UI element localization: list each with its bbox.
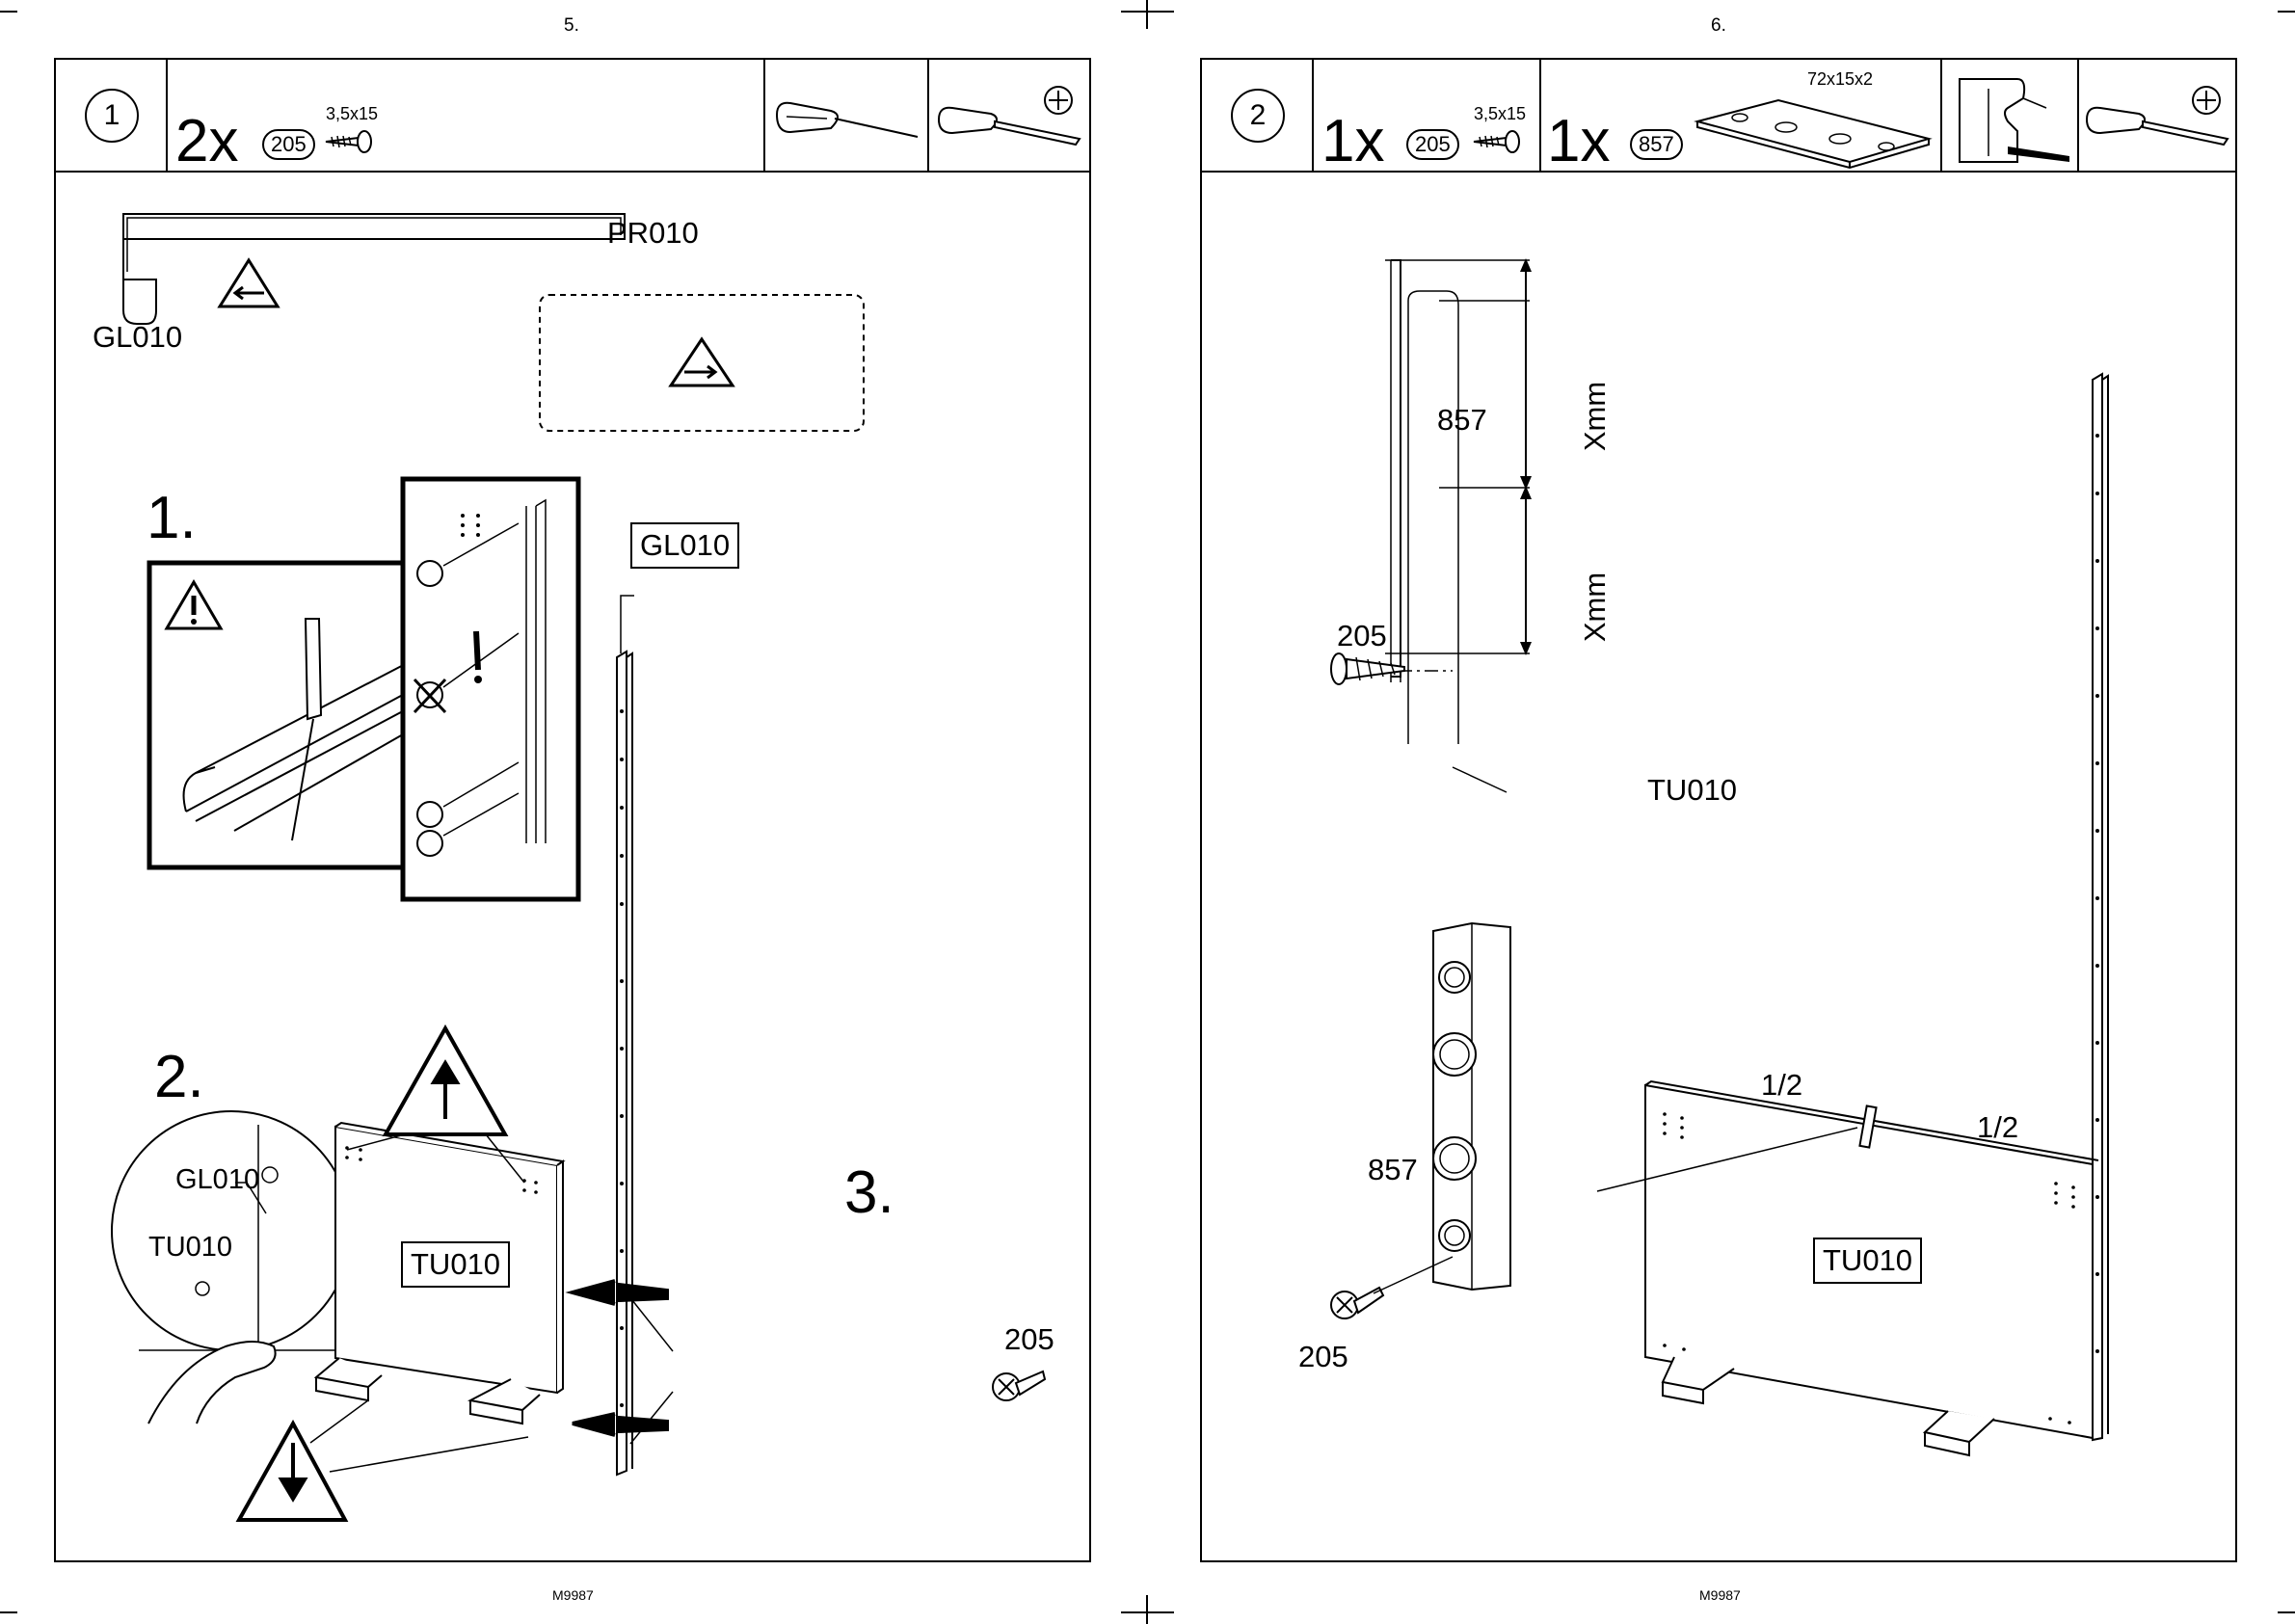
dashed-rail-outline <box>538 293 866 433</box>
dimension-xmm-bottom: Xmm <box>1578 572 1613 642</box>
page-footer: M9987 <box>1699 1587 1741 1603</box>
half-label-left: 1/2 <box>1761 1068 1802 1103</box>
bracket-hardware-cell: 1x 857 72x15x2 <box>1541 60 1942 171</box>
screw-icon <box>324 129 372 154</box>
part-label-pr010: PR010 <box>607 216 699 251</box>
part-box-tu010: TU010 <box>401 1241 510 1288</box>
screw-205-side-icon <box>1327 650 1414 688</box>
part-box-gl010: GL010 <box>630 522 739 569</box>
dimension-xmm-top: Xmm <box>1578 382 1613 451</box>
instruction-page-right: 2 1x 205 3,5x15 1x 857 72x15x2 <box>1200 58 2237 1562</box>
bracket-install-icon <box>1950 69 2075 166</box>
screw-position-detail <box>401 477 580 901</box>
screw-label-205-top: 205 <box>1337 619 1387 653</box>
part-badge: 205 <box>262 129 315 160</box>
half-label-right: 1/2 <box>1977 1110 2018 1145</box>
screw-label-205: 205 <box>1004 1322 1054 1357</box>
screw-205-icon <box>1329 1236 1464 1313</box>
part-label-gl010: GL010 <box>93 320 182 355</box>
part-badge-857: 857 <box>1630 129 1683 160</box>
step-header: 1 2x 205 3,5x15 <box>56 60 1089 173</box>
step-header: 2 1x 205 3,5x15 1x 857 72x15x2 <box>1202 60 2235 173</box>
panel-tu010-drawing <box>249 1019 923 1520</box>
step-number: 1 <box>85 89 139 143</box>
part-box-tu010: TU010 <box>1813 1238 1922 1284</box>
quantity-screws: 1x <box>1321 112 1384 172</box>
screw-label-205-bottom: 205 <box>1298 1340 1348 1374</box>
part-badge-205: 205 <box>1406 129 1459 160</box>
substep-1-label: 1. <box>147 484 197 552</box>
instruction-page-left: 1 2x 205 3,5x15 <box>54 58 1091 1562</box>
page-number: 5. <box>564 15 579 37</box>
phillips-screwdriver-icon <box>935 85 1089 152</box>
quantity-brackets: 1x <box>1547 112 1610 172</box>
phillips-screwdriver-icon <box>2083 85 2237 152</box>
quantity: 2x <box>175 112 238 172</box>
screw-size: 3,5x15 <box>1474 104 1526 124</box>
page-number: 6. <box>1711 15 1726 37</box>
screw-hardware-cell: 1x 205 3,5x15 <box>1314 60 1541 171</box>
zoom-label-gl010: GL010 <box>175 1164 259 1196</box>
bracket-size: 72x15x2 <box>1807 69 1873 90</box>
bracket-plate-icon <box>1695 93 1936 170</box>
screw-icon <box>1472 129 1520 154</box>
page-footer: M9987 <box>552 1587 594 1603</box>
substep-2-label: 2. <box>154 1043 204 1111</box>
hardware-cell: 2x 205 3,5x15 <box>168 60 765 171</box>
awl-icon <box>773 93 927 151</box>
zoom-label-tu010: TU010 <box>148 1232 232 1264</box>
part-label-857-mid: 857 <box>1368 1153 1418 1187</box>
screw-205-icon <box>991 1356 1049 1414</box>
step-number: 2 <box>1231 89 1285 143</box>
part-label-857-top: 857 <box>1437 403 1487 438</box>
screw-size: 3,5x15 <box>326 104 378 124</box>
